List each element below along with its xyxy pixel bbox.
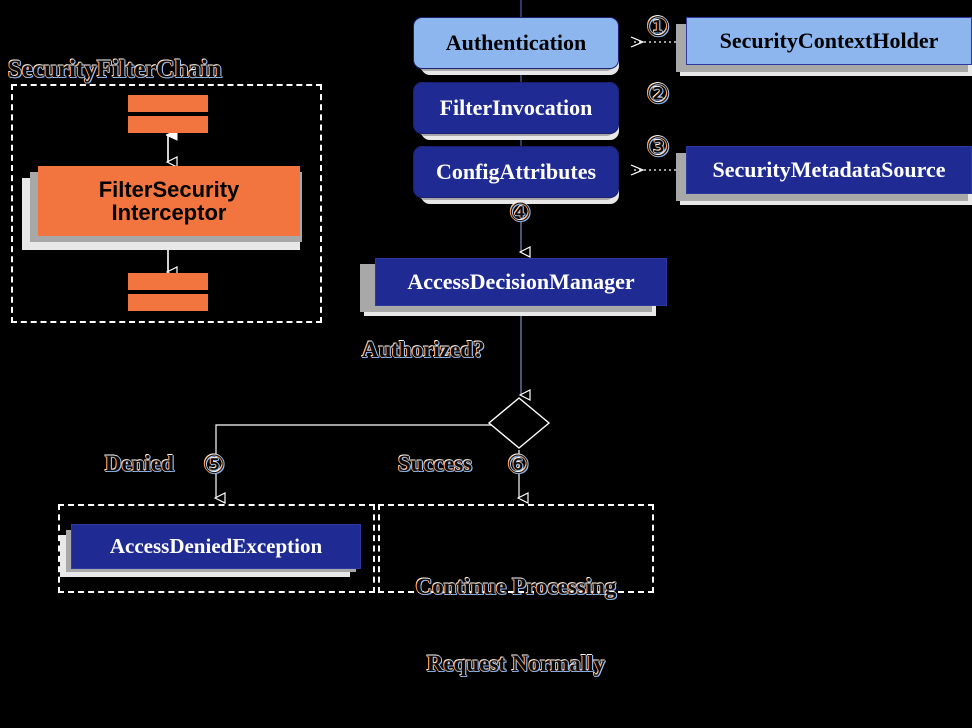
step-badge-1: ① — [646, 12, 671, 43]
node-access-decision-manager[interactable]: AccessDecisionManager — [375, 258, 667, 306]
node-filter-invocation[interactable]: FilterInvocation — [413, 82, 619, 134]
decision-diamond — [487, 397, 551, 449]
filter-bar-1[interactable] — [128, 95, 208, 112]
node-config-attributes[interactable]: ConfigAttributes — [413, 146, 619, 198]
step-badge-4: ④ — [509, 198, 532, 227]
node-filter-security-interceptor[interactable]: FilterSecurity Interceptor — [38, 166, 300, 236]
filter-bar-4[interactable] — [128, 294, 208, 311]
filter-bar-3[interactable] — [128, 273, 208, 290]
fsi-label-line2: Interceptor — [111, 200, 227, 225]
group-security-filter-chain — [11, 84, 322, 323]
group-denied-branch — [58, 504, 375, 593]
node-access-denied-exception[interactable]: AccessDeniedException — [71, 524, 361, 569]
group-label-security-filter-chain: SecurityFilterChain — [8, 56, 222, 83]
fsi-label-line1: FilterSecurity — [98, 176, 240, 202]
continue-processing-line2: Request Normally — [426, 650, 606, 676]
step-badge-3: ③ — [646, 132, 671, 163]
node-continue-processing: Continue Processing Request Normally — [378, 522, 654, 728]
filter-bar-2[interactable] — [128, 116, 208, 133]
diagram-canvas: SecurityFilterChain FilterSecurity Inter… — [8, 0, 972, 676]
step-badge-5: ⑤ — [203, 450, 226, 479]
node-security-metadata-source[interactable]: SecurityMetadataSource — [686, 146, 972, 194]
label-success: Success — [398, 451, 473, 476]
group-success-branch — [378, 504, 654, 593]
label-denied: Denied — [105, 451, 174, 476]
node-authentication[interactable]: Authentication — [413, 17, 619, 69]
node-security-context-holder[interactable]: SecurityContextHolder — [686, 17, 972, 65]
continue-processing-line1: Continue Processing — [415, 573, 617, 599]
label-authorized: Authorized? — [362, 337, 485, 362]
step-badge-6: ⑥ — [507, 450, 530, 479]
step-badge-2: ② — [646, 79, 671, 110]
